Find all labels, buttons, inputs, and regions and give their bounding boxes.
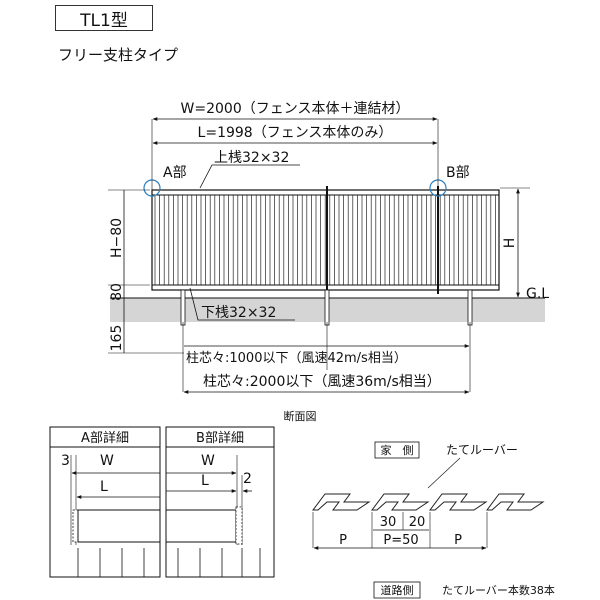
part-a-label: A部	[163, 165, 187, 181]
louver-section: 家 側 たてルーバー 30 20 P P=50 P 道路側 たてルーバー本数38…	[312, 441, 555, 599]
louver-profile	[486, 493, 545, 511]
road-side-label: 道路側	[381, 583, 414, 597]
gl-label: G.L	[526, 286, 549, 302]
detail-a-dim-3: 3	[61, 453, 70, 469]
p-label-1: P	[339, 533, 347, 548]
detail-a-w: W	[100, 453, 114, 469]
louver-leader	[427, 457, 461, 489]
house-side-box	[374, 441, 420, 459]
pitch-2000-label: 柱芯々:2000以下（風速36m/s相当）	[203, 374, 441, 390]
dim-20-label: 20	[409, 515, 426, 530]
pitch-1000-label: 柱芯々:1000以下（風速42m/s相当）	[186, 351, 407, 366]
detail-b-w: W	[201, 453, 215, 469]
road-side-box	[373, 581, 421, 599]
detail-a-title: A部詳細	[81, 430, 129, 446]
detail-b-frame	[165, 426, 275, 578]
bottom-rail-leader	[189, 287, 295, 321]
detail-a: A部詳細 3 W L	[49, 426, 161, 578]
dim-165-label: 165	[109, 325, 125, 352]
part-b-label: B部	[446, 165, 470, 181]
p50-label: P=50	[383, 533, 418, 548]
h-label: H	[502, 238, 518, 249]
detail-b-joint	[235, 506, 243, 545]
louver-profile	[429, 493, 488, 511]
detail-a-panel	[77, 509, 161, 543]
house-side-label: 家 側	[381, 443, 414, 457]
louver-label: たてルーバー	[446, 443, 518, 457]
w-dimension-label: W=2000（フェンス本体＋連結材）	[181, 101, 410, 117]
l-dimension-label: L=1998（フェンス本体のみ）	[198, 125, 393, 141]
louver-profile	[371, 493, 430, 511]
dim-80-label: 80	[109, 283, 125, 301]
detail-b-title: B部詳細	[196, 430, 244, 446]
louver-group	[154, 195, 496, 285]
detail-b-l: L	[201, 473, 209, 489]
detail-a-frame	[49, 426, 161, 578]
post-1	[180, 289, 186, 326]
model-title: TL1型	[55, 5, 153, 31]
detail-b-panel	[165, 509, 237, 543]
type-subtitle: フリー支柱タイプ	[58, 46, 179, 64]
detail-a-post	[72, 509, 79, 543]
louver-profile	[312, 493, 371, 511]
dim-30-label: 30	[380, 515, 397, 530]
post-2	[324, 289, 330, 326]
h80-label: H−80	[109, 218, 125, 258]
main-elevation: A部 B部 W=2000（フェンス本体＋連結材） L=1998（フェンス本体のみ…	[108, 101, 549, 423]
p-label-2: P	[454, 533, 462, 548]
louver-count-label: たてルーバー本数38本	[442, 583, 555, 597]
detail-b: B部詳細 W L 2	[165, 426, 275, 578]
detail-b-dim-2: 2	[243, 471, 252, 487]
post-3	[467, 289, 473, 326]
bottom-rail-label: 下桟32×32	[201, 305, 276, 321]
louver-profiles	[312, 493, 545, 511]
section-caption: 断面図	[284, 409, 317, 423]
top-rail-leader	[199, 164, 300, 189]
detail-a-l: L	[100, 479, 108, 495]
top-rail-label: 上桟32×32	[214, 150, 289, 166]
